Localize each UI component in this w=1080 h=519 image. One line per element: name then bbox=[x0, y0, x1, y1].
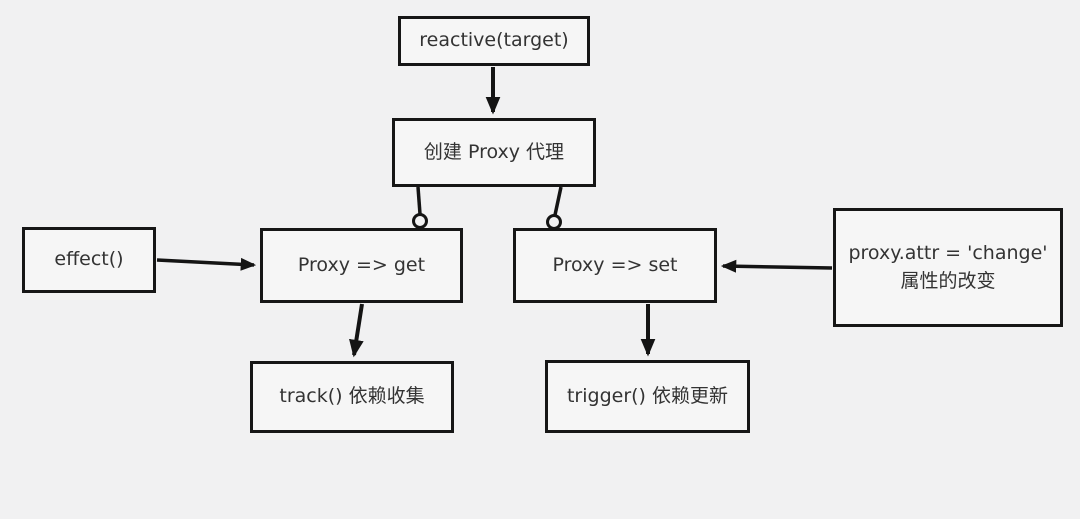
node-proxy-attr-change-line2: 属性的改变 bbox=[900, 269, 996, 292]
arrow-proxy-get-to-track bbox=[349, 303, 364, 358]
connector-create-proxy-to-set bbox=[553, 186, 563, 216]
node-proxy-set: Proxy => set bbox=[513, 228, 717, 303]
node-track-label: track() 依赖收集 bbox=[279, 385, 425, 408]
node-reactive-target: reactive(target) bbox=[398, 16, 590, 66]
arrow-proxy-attr-to-proxy-set bbox=[720, 259, 833, 273]
node-track: track() 依赖收集 bbox=[250, 361, 454, 433]
node-effect: effect() bbox=[22, 227, 156, 293]
arrow-effect-to-proxy-get bbox=[156, 257, 257, 271]
node-trigger: trigger() 依赖更新 bbox=[545, 360, 750, 433]
node-reactive-target-label: reactive(target) bbox=[419, 29, 569, 52]
node-proxy-get: Proxy => get bbox=[260, 228, 463, 303]
node-proxy-get-label: Proxy => get bbox=[297, 253, 426, 276]
connector-create-proxy-to-get bbox=[416, 186, 422, 215]
node-proxy-set-label: Proxy => set bbox=[552, 253, 678, 276]
node-proxy-attr-change-line1: proxy.attr = 'change' bbox=[848, 241, 1048, 264]
node-create-proxy-label: 创建 Proxy 代理 bbox=[423, 140, 565, 163]
node-trigger-label: trigger() 依赖更新 bbox=[566, 384, 729, 407]
node-effect-label: effect() bbox=[54, 248, 124, 271]
connector-circle-get bbox=[412, 213, 428, 229]
node-create-proxy: 创建 Proxy 代理 bbox=[392, 118, 596, 187]
node-proxy-attr-change: proxy.attr = 'change' 属性的改变 bbox=[833, 208, 1063, 327]
connector-circle-set bbox=[546, 214, 562, 230]
